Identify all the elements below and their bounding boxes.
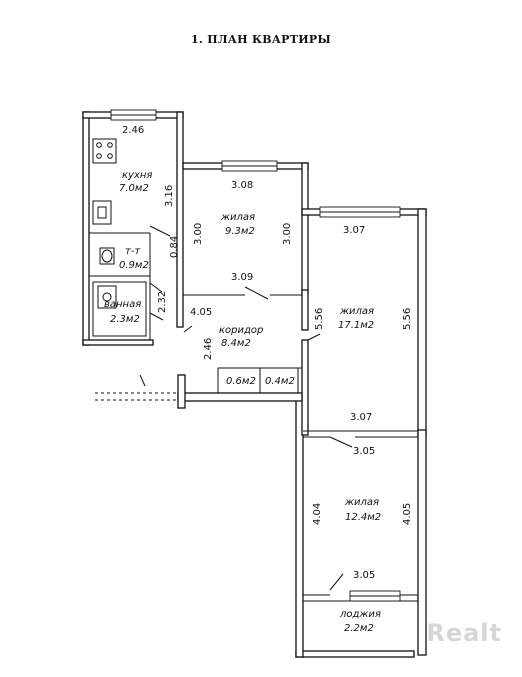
dim-kitchen-right: 3.16 — [164, 185, 175, 207]
toilet-icon — [99, 247, 115, 265]
dim-b2-left: 5.56 — [314, 308, 325, 330]
room-corridor: коридор 8.4м2 — [219, 325, 263, 349]
dim-b3-left: 4.04 — [312, 503, 323, 525]
loggia-name: лоджия — [339, 609, 381, 620]
room-loggia: лоджия 2.2м2 — [339, 609, 381, 634]
corridor-name: коридор — [219, 325, 263, 336]
dimensions: 2.46 3.16 0.84 2.32 3.08 3.00 3.00 3.09 … — [122, 125, 413, 581]
dim-b1-bottom: 3.09 — [231, 272, 253, 283]
dim-kitchen-top: 2.46 — [122, 125, 144, 136]
bathtub-icon — [92, 281, 147, 337]
corridor-area: 8.4м2 — [221, 338, 251, 349]
bedroom2-name: жилая — [339, 306, 374, 317]
dim-b1-right: 3.00 — [282, 223, 293, 245]
room-closet-2: 0.4м2 — [265, 376, 295, 387]
kitchen-name: кухня — [122, 170, 152, 181]
watermark-logo: Realt — [426, 619, 502, 647]
dim-corridor-top: 4.05 — [190, 307, 212, 318]
room-kitchen: кухня 7.0м2 — [119, 170, 152, 194]
bedroom1-area: 9.3м2 — [225, 226, 255, 237]
dim-corridor-left: 2.46 — [203, 338, 214, 360]
dim-toilet-right: 0.84 — [169, 236, 180, 258]
room-bedroom-1: жилая 9.3м2 — [220, 212, 255, 237]
windows — [110, 109, 401, 602]
dim-b3-bottom: 3.05 — [353, 570, 375, 581]
plan-title: 1. ПЛАН КВАРТИРЫ — [190, 33, 331, 46]
dim-b3-right: 4.05 — [402, 503, 413, 525]
toilet-area: 0.9м2 — [119, 260, 149, 271]
sink-icon — [92, 200, 112, 225]
room-bathroom: ванная 2.3м2 — [104, 299, 141, 325]
dim-b2-bottom: 3.07 — [350, 412, 372, 423]
room-bedroom-3: жилая 12.4м2 — [344, 497, 381, 523]
bedroom3-name: жилая — [344, 497, 379, 508]
room-bedroom-2: жилая 17.1м2 — [338, 306, 374, 331]
room-toilet: т-т 0.9м2 — [119, 246, 149, 271]
bathroom-name: ванная — [104, 299, 141, 310]
bedroom3-area: 12.4м2 — [345, 512, 381, 523]
bedroom2-area: 17.1м2 — [338, 320, 374, 331]
outer-walls — [82, 111, 427, 658]
dim-b1-left: 3.00 — [193, 223, 204, 245]
dim-b2-right: 5.56 — [402, 308, 413, 330]
room-closet-1: 0.6м2 — [226, 376, 256, 387]
toilet-name: т-т — [125, 246, 141, 257]
kitchen-area: 7.0м2 — [119, 183, 149, 194]
stove-icon — [92, 138, 117, 164]
bedroom1-name: жилая — [220, 212, 255, 223]
closet1-area: 0.6м2 — [226, 376, 256, 387]
dim-b2-top: 3.07 — [343, 225, 365, 236]
loggia-area: 2.2м2 — [344, 623, 374, 634]
closet2-area: 0.4м2 — [265, 376, 295, 387]
dim-bath-right: 2.32 — [157, 291, 168, 313]
bathroom-area: 2.3м2 — [110, 314, 140, 325]
dim-b3-top: 3.05 — [353, 446, 375, 457]
dim-b1-top: 3.08 — [231, 180, 253, 191]
